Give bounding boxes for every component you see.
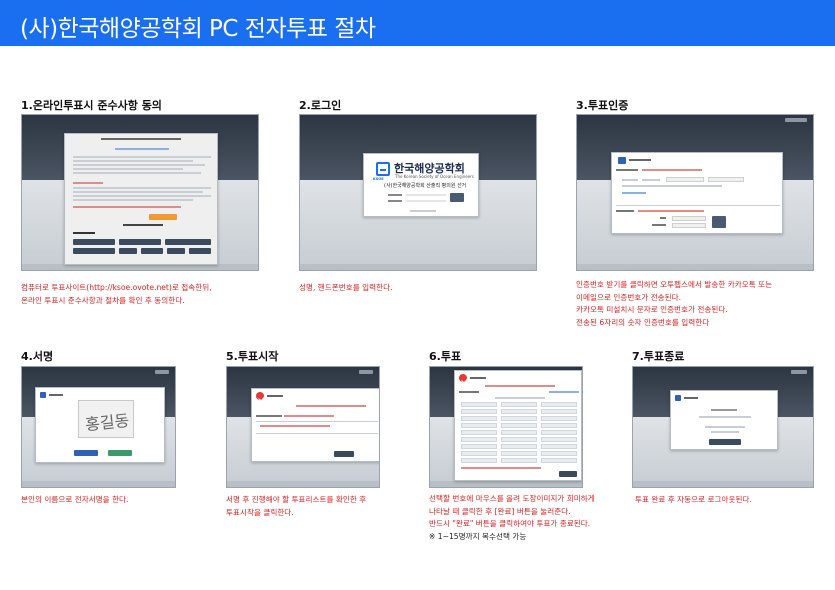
logo-mark-text: KSOE xyxy=(373,177,384,181)
step-6-desc-line: 반드시 "완료" 버튼을 클릭하여야 투표가 종료된다. xyxy=(429,519,591,529)
step-1-desc-line: 컴퓨터로 투표사이트(http://ksoe.ovote.net)로 접속한뒤, xyxy=(21,283,212,292)
page-header: (사)한국해양공학회 PC 전자투표 절차 xyxy=(0,0,835,46)
step-1-screenshot xyxy=(21,114,259,271)
step-5-description: 서명 후 진행해야 할 투표리스트를 확인한 후 투표시작을 클릭한다. xyxy=(226,494,366,519)
step-7-screenshot xyxy=(632,366,814,488)
logout-panel xyxy=(670,390,778,450)
step-6-screenshot xyxy=(429,366,583,488)
agreement-panel xyxy=(64,133,218,265)
verification-panel xyxy=(611,152,783,234)
step-6-desc-line: 나타날 때 클릭한 후 [완료] 버튼을 눌러준다. xyxy=(429,506,571,516)
step-4-desc-line: 본인의 이름으로 전자서명을 한다. xyxy=(21,495,129,504)
step-6-note: ※ 1~15명까지 복수선택 가능 xyxy=(429,531,527,541)
step-3-desc-line: 인증번호 받기를 클릭하면 오투펩스에서 발송한 카카오톡 또는 xyxy=(576,280,773,289)
step-4-screenshot: 홍길동 xyxy=(21,366,176,488)
step-3-desc-line: 카카오톡 미설치시 문자로 인증번호가 전송된다. xyxy=(576,305,728,315)
login-logo-text: 한국해양공학회 xyxy=(394,162,465,175)
step-7-description: 투표 완료 후 자동으로 로그아웃된다. xyxy=(635,494,752,507)
signature-drawing: 홍길동 xyxy=(84,410,131,435)
signature-panel: 홍길동 xyxy=(35,387,165,463)
ballot-panel xyxy=(454,370,582,481)
step-6-description: 선택할 번호에 마우스를 올려 도장이미지가 희미하게 나타날 때 클릭한 후 … xyxy=(429,493,595,543)
step-3-description: 인증번호 받기를 클릭하면 오투펩스에서 발송한 카카오톡 또는 이메일으로 인… xyxy=(576,279,772,329)
step-4-description: 본인의 이름으로 전자서명을 한다. xyxy=(21,494,128,507)
signature-canvas[interactable]: 홍길동 xyxy=(78,400,134,438)
step-2-screenshot: KSOE 한국해양공학회 The Korean Society of Ocean… xyxy=(299,114,537,271)
login-subtitle: (사)한국해양공학회 산출직 평의원 선거 xyxy=(384,183,467,189)
step-3-desc-line: 전송된 6자리의 숫자 인증번호를 입력한다 xyxy=(576,317,710,327)
step-4-title: 4.서명 xyxy=(21,350,54,363)
step-2-description: 성명, 핸드폰번호를 입력한다. xyxy=(299,282,393,295)
step-7-desc-line: 투표 완료 후 자동으로 로그아웃된다. xyxy=(635,495,752,504)
step-3-screenshot xyxy=(576,114,814,271)
ksoe-logo-icon xyxy=(376,162,390,176)
step-5-desc-line: 투표시작을 클릭한다. xyxy=(226,507,294,517)
step-1-desc-line: 온라인 투표시 준수사항과 절차를 확인 후 동의한다. xyxy=(21,295,185,305)
step-5-desc-line: 서명 후 진행해야 할 투표리스트를 확인한 후 xyxy=(226,495,367,504)
step-5-title: 5.투표시작 xyxy=(226,350,279,363)
step-3-title: 3.투표인증 xyxy=(576,99,629,112)
step-2-desc-line: 성명, 핸드폰번호를 입력한다. xyxy=(299,283,393,292)
step-5-screenshot xyxy=(226,366,380,488)
page-title: (사)한국해양공학회 PC 전자투표 절차 xyxy=(20,16,376,42)
step-1-description: 컴퓨터로 투표사이트(http://ksoe.ovote.net)로 접속한뒤,… xyxy=(21,282,212,307)
step-2-title: 2.로그인 xyxy=(299,99,342,112)
step-6-desc-line: 선택할 번호에 마우스를 올려 도장이미지가 희미하게 xyxy=(429,494,595,503)
vote-list-panel xyxy=(251,388,379,462)
step-1-title: 1.온라인투표시 준수사항 동의 xyxy=(21,99,162,112)
login-logo-english: The Korean Society of Ocean Engineers xyxy=(395,174,474,179)
login-panel: KSOE 한국해양공학회 The Korean Society of Ocean… xyxy=(363,153,479,217)
step-3-desc-line: 이메일으로 인증번호가 전송된다. xyxy=(576,292,682,302)
step-6-title: 6.투표 xyxy=(429,350,462,363)
step-7-title: 7.투표종료 xyxy=(632,350,685,363)
